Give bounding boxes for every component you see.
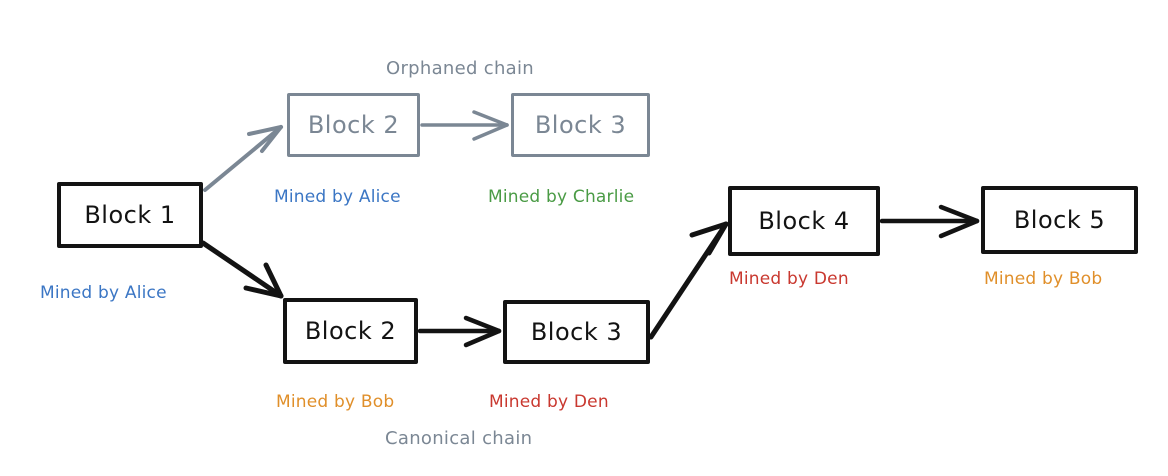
arrow-block2-to-block3: [417, 315, 502, 348]
arrow-block3-to-block4: [648, 221, 729, 340]
block-label: Block 2: [307, 111, 400, 139]
miner-label-orphan-block-2: Mined by Alice: [274, 187, 401, 207]
block-label: Block 2: [304, 317, 397, 345]
block-node-block-2[interactable]: Block 2: [283, 298, 418, 364]
miner-label-block-1: Mined by Alice: [40, 283, 167, 303]
arrow-orphan-block2-to-orphan-block3: [420, 110, 509, 141]
block-label: Block 3: [534, 111, 627, 139]
miner-label-block-3: Mined by Den: [489, 392, 609, 412]
miner-label-block-2: Mined by Bob: [276, 392, 395, 412]
miner-label-orphan-block-3: Mined by Charlie: [488, 187, 635, 207]
block-node-orphan-block-2[interactable]: Block 2: [287, 93, 420, 157]
block-label: Block 3: [530, 318, 623, 346]
block-node-block-1[interactable]: Block 1: [57, 182, 203, 248]
miner-label-block-4: Mined by Den: [729, 269, 849, 289]
orphaned-chain-caption: Orphaned chain: [386, 58, 535, 79]
block-node-block-5[interactable]: Block 5: [981, 186, 1138, 254]
block-node-block-4[interactable]: Block 4: [728, 186, 880, 256]
block-node-block-3[interactable]: Block 3: [503, 300, 650, 364]
arrow-block1-to-orphan-block2: [203, 125, 283, 192]
block-label: Block 4: [758, 207, 850, 235]
block-node-orphan-block-3[interactable]: Block 3: [511, 93, 650, 157]
arrow-block1-to-block2: [200, 240, 284, 299]
arrow-block4-to-block5: [879, 204, 980, 239]
block-label: Block 1: [84, 201, 176, 229]
block-label: Block 5: [1013, 206, 1106, 234]
canonical-chain-caption: Canonical chain: [385, 428, 533, 449]
miner-label-block-5: Mined by Bob: [984, 269, 1103, 289]
